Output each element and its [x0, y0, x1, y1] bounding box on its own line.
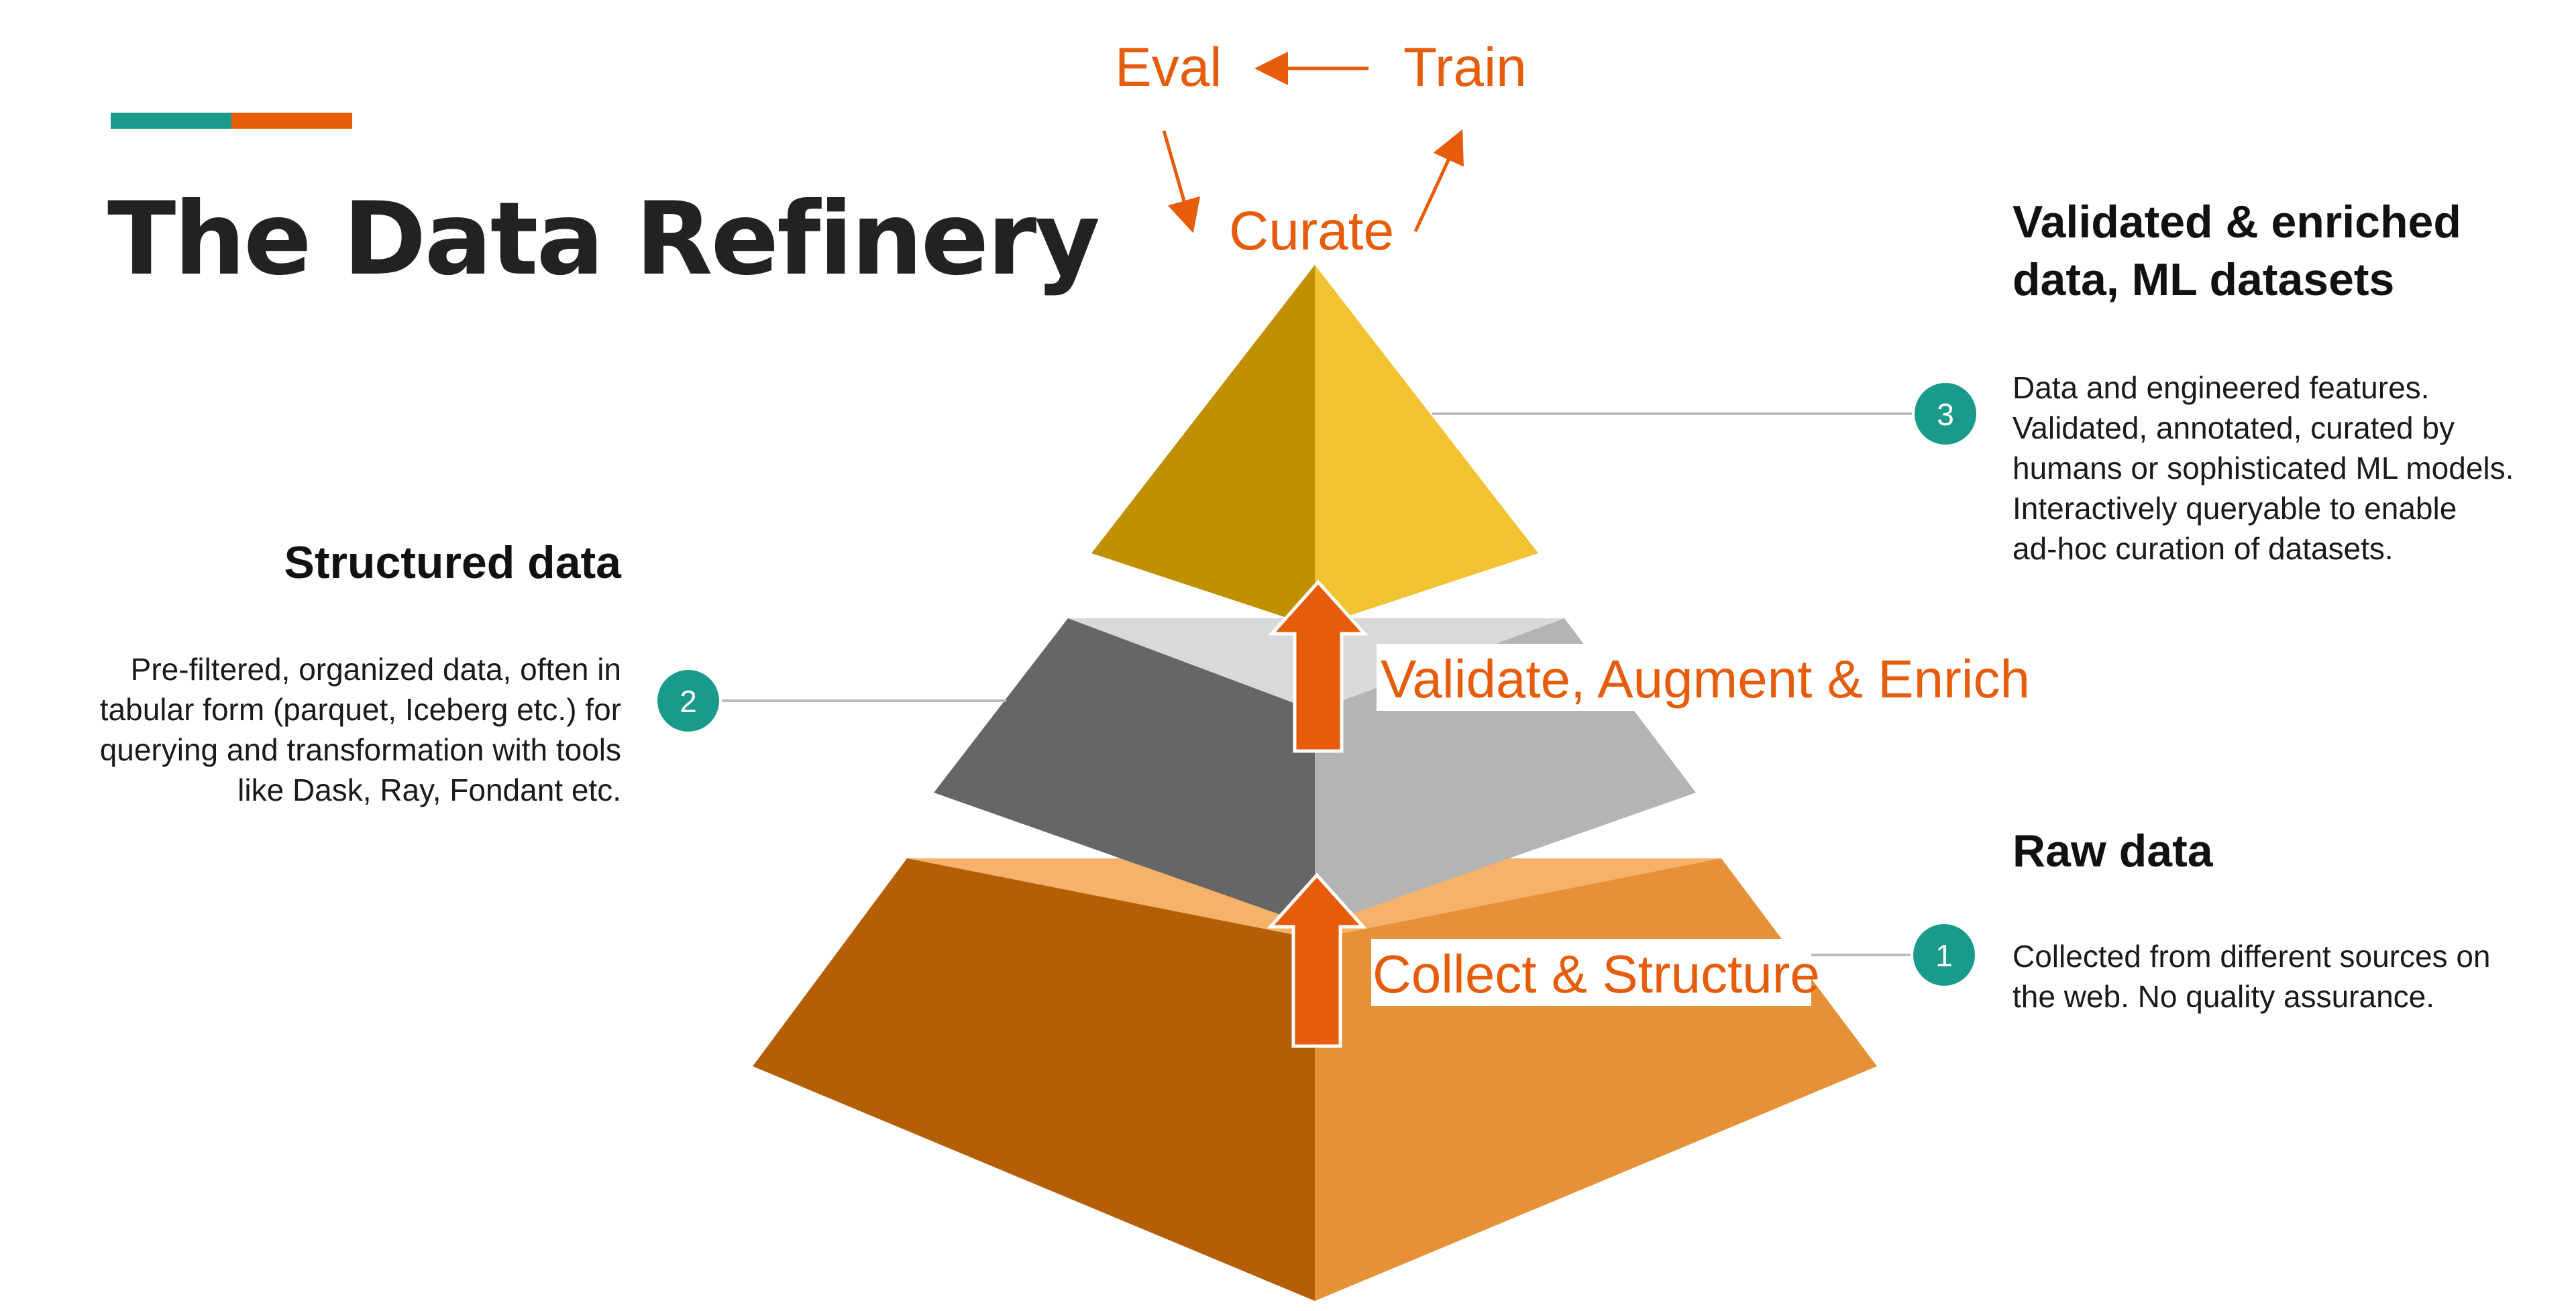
level-1-desc-line: the web. No quality assurance.	[2012, 979, 2435, 1014]
validate-label-bg	[1377, 644, 2015, 711]
accent-bar-orange	[231, 113, 352, 129]
level-3-desc-line: humans or sophisticated ML models.	[2012, 451, 2514, 486]
level-3-description: Data and engineered features. Validated,…	[2012, 367, 2563, 569]
tier-raw-right-face	[1315, 858, 1877, 1301]
accent-bar	[111, 113, 352, 129]
loop-curate-label: Curate	[1229, 201, 1394, 262]
collect-label-bg	[1371, 939, 1811, 1006]
badge-level-1-number: 1	[1935, 938, 1953, 973]
tier-validated-left-face	[1091, 265, 1315, 627]
level-2-desc-line: Pre-filtered, organized data, often in	[130, 652, 621, 687]
level-3-heading: Validated & enriched data, ML datasets	[2012, 193, 2461, 308]
accent-bar-teal	[111, 113, 231, 129]
level-1-description: Collected from different sources on the …	[2012, 936, 2563, 1017]
level-2-description: Pre-filtered, organized data, often in t…	[27, 649, 621, 810]
badge-level-2: 2	[655, 667, 722, 734]
badge-level-2-number: 2	[680, 684, 697, 719]
tier-structured-left-face	[934, 618, 1315, 927]
level-3-desc-line: Validated, annotated, curated by	[2012, 410, 2455, 445]
level-3-heading-line: Validated & enriched	[2012, 196, 2461, 247]
level-3-desc-line: Data and engineered features.	[2012, 370, 2430, 405]
page-title: The Data Refinery	[107, 181, 1100, 298]
loop-arrow-eval-to-curate	[1162, 130, 1201, 233]
level-2-desc-line: querying and transformation with tools	[99, 732, 621, 767]
loop-arrow-curate-to-train	[1413, 129, 1464, 233]
level-1-desc-line: Collected from different sources on	[2012, 939, 2491, 974]
loop-eval-label: Eval	[1115, 37, 1222, 98]
level-3-desc-line: Interactively queryable to enable	[2012, 491, 2457, 526]
up-arrow-validate	[1268, 579, 1368, 753]
tier-validated-right-face	[1315, 265, 1538, 627]
level-2-desc-line: tabular form (parquet, Iceberg etc.) for	[99, 692, 621, 727]
level-3-desc-line: ad-hoc curation of datasets.	[2012, 531, 2394, 566]
badge-level-1: 1	[1911, 921, 1978, 988]
validate-step-label: Validate, Augment & Enrich	[1381, 649, 2030, 709]
level-1-heading-line: Raw data	[2012, 825, 2213, 876]
level-2-desc-line: like Dask, Ray, Fondant etc.	[237, 773, 621, 807]
badge-level-3: 3	[1912, 380, 1979, 447]
pyramid-tier-validated	[1091, 265, 1538, 627]
badge-level-3-number: 3	[1937, 397, 1954, 432]
level-3-heading-line: data, ML datasets	[2012, 254, 2395, 305]
tier-raw-left-face	[753, 858, 1315, 1301]
level-2-heading: Structured data	[40, 534, 621, 591]
level-1-heading: Raw data	[2012, 822, 2213, 880]
collect-step-label: Collect & Structure	[1373, 944, 1820, 1004]
up-arrow-collect	[1267, 872, 1367, 1048]
level-2-heading-line: Structured data	[284, 537, 621, 588]
loop-train-label: Train	[1403, 37, 1527, 98]
